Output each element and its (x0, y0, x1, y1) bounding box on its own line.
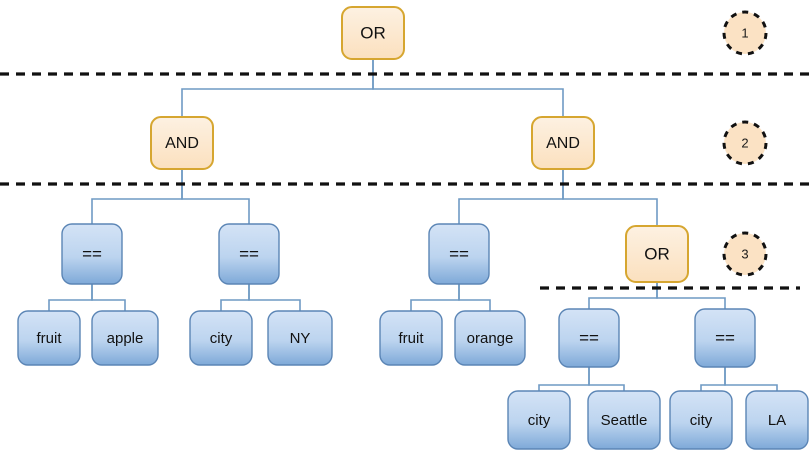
node-label: == (579, 328, 599, 347)
node-box (507, 390, 571, 450)
edge-node-to-fruit (410, 284, 460, 311)
node-box (341, 6, 405, 60)
level-dividers-group (0, 72, 812, 290)
node-label: LA (768, 412, 786, 429)
node-city-city_1[interactable]: city (189, 310, 253, 366)
node-label: NY (290, 330, 311, 347)
node-label: fruit (398, 330, 424, 347)
node-or-or_inner[interactable]: OR (625, 225, 689, 283)
edge-or-to-and (181, 59, 374, 117)
badge-circle (722, 231, 768, 277)
edge-node-to-seattle (588, 367, 625, 391)
edge-node-to-city (220, 284, 250, 311)
badge-number: 2 (741, 135, 748, 150)
node-city-city_2[interactable]: city (507, 390, 571, 450)
node-seattle-seattle[interactable]: Seattle (587, 390, 661, 450)
edge-or-to-node (588, 282, 658, 309)
node-ny-ny[interactable]: NY (267, 310, 333, 366)
node-label: orange (467, 330, 514, 347)
node-label: fruit (36, 330, 62, 347)
edge-node-to-city (538, 367, 590, 391)
badge-3: 3 (722, 231, 768, 277)
node-label: Seattle (601, 412, 648, 429)
node-fruit-fruit_2[interactable]: fruit (379, 310, 443, 366)
edge-node-to-orange (458, 284, 491, 311)
node-fruit-fruit_1[interactable]: fruit (17, 310, 81, 366)
node-label: city (690, 412, 713, 429)
node-box (587, 390, 661, 450)
badge-number: 3 (741, 246, 748, 261)
node-box (218, 223, 280, 285)
node-box (428, 223, 490, 285)
node-box (267, 310, 333, 366)
edge-and-to-node (181, 169, 250, 224)
node-label: OR (644, 244, 670, 263)
nodes-group: OR AND AND == == == OR fruit apple city NY fruit ora… (17, 6, 809, 450)
node-and-and_left[interactable]: AND (150, 116, 214, 170)
node-la-la[interactable]: LA (745, 390, 809, 450)
node-box (454, 310, 526, 366)
edge-and-to-or (562, 169, 658, 226)
node-box (189, 310, 253, 366)
node-box (625, 225, 689, 283)
node-label: AND (165, 135, 199, 152)
node-label: apple (107, 330, 144, 347)
node-node-eq_4[interactable]: == (558, 308, 620, 368)
node-or-root[interactable]: OR (341, 6, 405, 60)
badge-number: 1 (741, 25, 748, 40)
edge-node-to-city (700, 367, 726, 391)
edge-node-to-apple (91, 284, 126, 311)
edge-or-to-and (372, 59, 564, 117)
node-box (745, 390, 809, 450)
node-label: == (82, 244, 102, 263)
node-label: OR (360, 23, 386, 42)
node-label: == (715, 328, 735, 347)
node-node-eq_5[interactable]: == (694, 308, 756, 368)
node-box (694, 308, 756, 368)
node-node-eq_1[interactable]: == (61, 223, 123, 285)
node-box (531, 116, 595, 170)
node-box (17, 310, 81, 366)
edge-and-to-node (458, 169, 564, 224)
node-orange-orange[interactable]: orange (454, 310, 526, 366)
node-label: AND (546, 135, 580, 152)
node-box (150, 116, 214, 170)
edge-and-to-node (91, 169, 183, 224)
node-city-city_3[interactable]: city (669, 390, 733, 450)
node-label: city (210, 330, 233, 347)
node-node-eq_3[interactable]: == (428, 223, 490, 285)
node-box (669, 390, 733, 450)
edge-or-to-node (656, 282, 726, 309)
badge-2: 2 (722, 120, 768, 166)
edge-node-to-la (724, 367, 778, 391)
node-label: == (239, 244, 259, 263)
node-label: city (528, 412, 551, 429)
badge-1: 1 (722, 10, 768, 56)
level-badges-group: 1 2 3 (722, 10, 768, 277)
edge-node-to-fruit (48, 284, 93, 311)
node-label: == (449, 244, 469, 263)
node-apple-apple[interactable]: apple (91, 310, 159, 366)
node-and-and_right[interactable]: AND (531, 116, 595, 170)
badge-circle (722, 10, 768, 56)
node-box (558, 308, 620, 368)
edge-node-to-ny (248, 284, 301, 311)
node-node-eq_2[interactable]: == (218, 223, 280, 285)
node-box (91, 310, 159, 366)
badge-circle (722, 120, 768, 166)
node-box (61, 223, 123, 285)
node-box (379, 310, 443, 366)
